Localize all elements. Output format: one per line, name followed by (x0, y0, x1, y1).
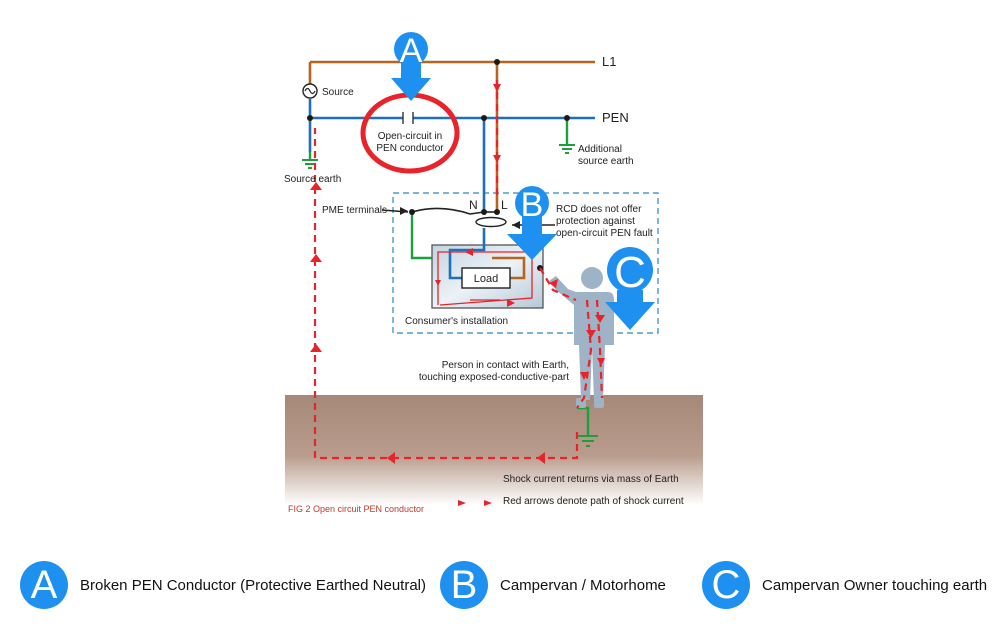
marker-c: C (605, 247, 655, 330)
legend-badge-b: B (440, 561, 488, 609)
label-person-1: Person in contact with Earth, (442, 360, 569, 371)
legend-item-a: A Broken PEN Conductor (Protective Earth… (20, 555, 426, 615)
pen-conductor (308, 99, 595, 280)
marker-b-letter: B (521, 186, 544, 224)
load-label: Load (474, 273, 498, 285)
label-n: N (469, 198, 478, 212)
label-source: Source (322, 87, 354, 98)
shock-current-arrows (310, 84, 605, 464)
label-additional-earth-2: source earth (578, 156, 634, 167)
legend-badge-c: C (702, 561, 750, 609)
legend-text-a: Broken PEN Conductor (Protective Earthed… (80, 576, 426, 594)
rcd-toroid (475, 216, 507, 228)
label-rcd-2: protection against (556, 216, 635, 227)
legend-text-b: Campervan / Motorhome (500, 576, 666, 594)
earth-ground-band (285, 395, 703, 505)
label-rcd-1: RCD does not offer (556, 204, 642, 215)
legend-text-c: Campervan Owner touching earth (762, 576, 988, 594)
label-pme-terminals: PME terminals (322, 205, 387, 216)
earth-conductors (308, 118, 590, 435)
rcd-pointer-arrow (512, 221, 520, 229)
legend: A Broken PEN Conductor (Protective Earth… (0, 555, 1000, 615)
marker-a: A (391, 32, 431, 101)
source-symbol (302, 83, 318, 99)
label-shock-current: Shock current returns via mass of Earth (503, 474, 679, 485)
legend-item-b: B Campervan / Motorhome (440, 555, 666, 615)
label-rcd-3: open-circuit PEN fault (556, 228, 653, 239)
label-consumers-installation: Consumer's installation (405, 316, 508, 327)
diagram-labels: L1 PEN Source Source earth Additional so… (284, 54, 684, 514)
person-silhouette (549, 267, 614, 408)
marker-b: B (507, 186, 557, 260)
additional-earth-symbol (559, 144, 575, 154)
marker-a-letter: A (400, 32, 423, 70)
label-person-2: touching exposed-conductive-part (419, 372, 569, 383)
label-red-arrows: Red arrows denote path of shock current (503, 496, 684, 507)
person-earth-symbol (578, 435, 598, 447)
label-additional-earth-1: Additional (578, 144, 622, 155)
source-earth-symbol (302, 159, 318, 169)
label-source-earth: Source earth (284, 174, 341, 185)
label-open-circuit-1: Open-circuit in (378, 131, 442, 142)
label-pen: PEN (602, 110, 629, 125)
legend-badge-a: A (20, 561, 68, 609)
fig-caption: FIG 2 Open circuit PEN conductor (288, 504, 424, 514)
label-open-circuit-2: PEN conductor (376, 143, 444, 154)
pme-pointer-arrow (400, 207, 408, 215)
load-box (461, 267, 511, 289)
red-arrows-sample (458, 500, 492, 506)
legend-item-c: C Campervan Owner touching earth (702, 555, 987, 615)
label-l: L (501, 198, 508, 212)
label-l1: L1 (602, 54, 616, 69)
marker-c-letter: C (614, 248, 646, 297)
